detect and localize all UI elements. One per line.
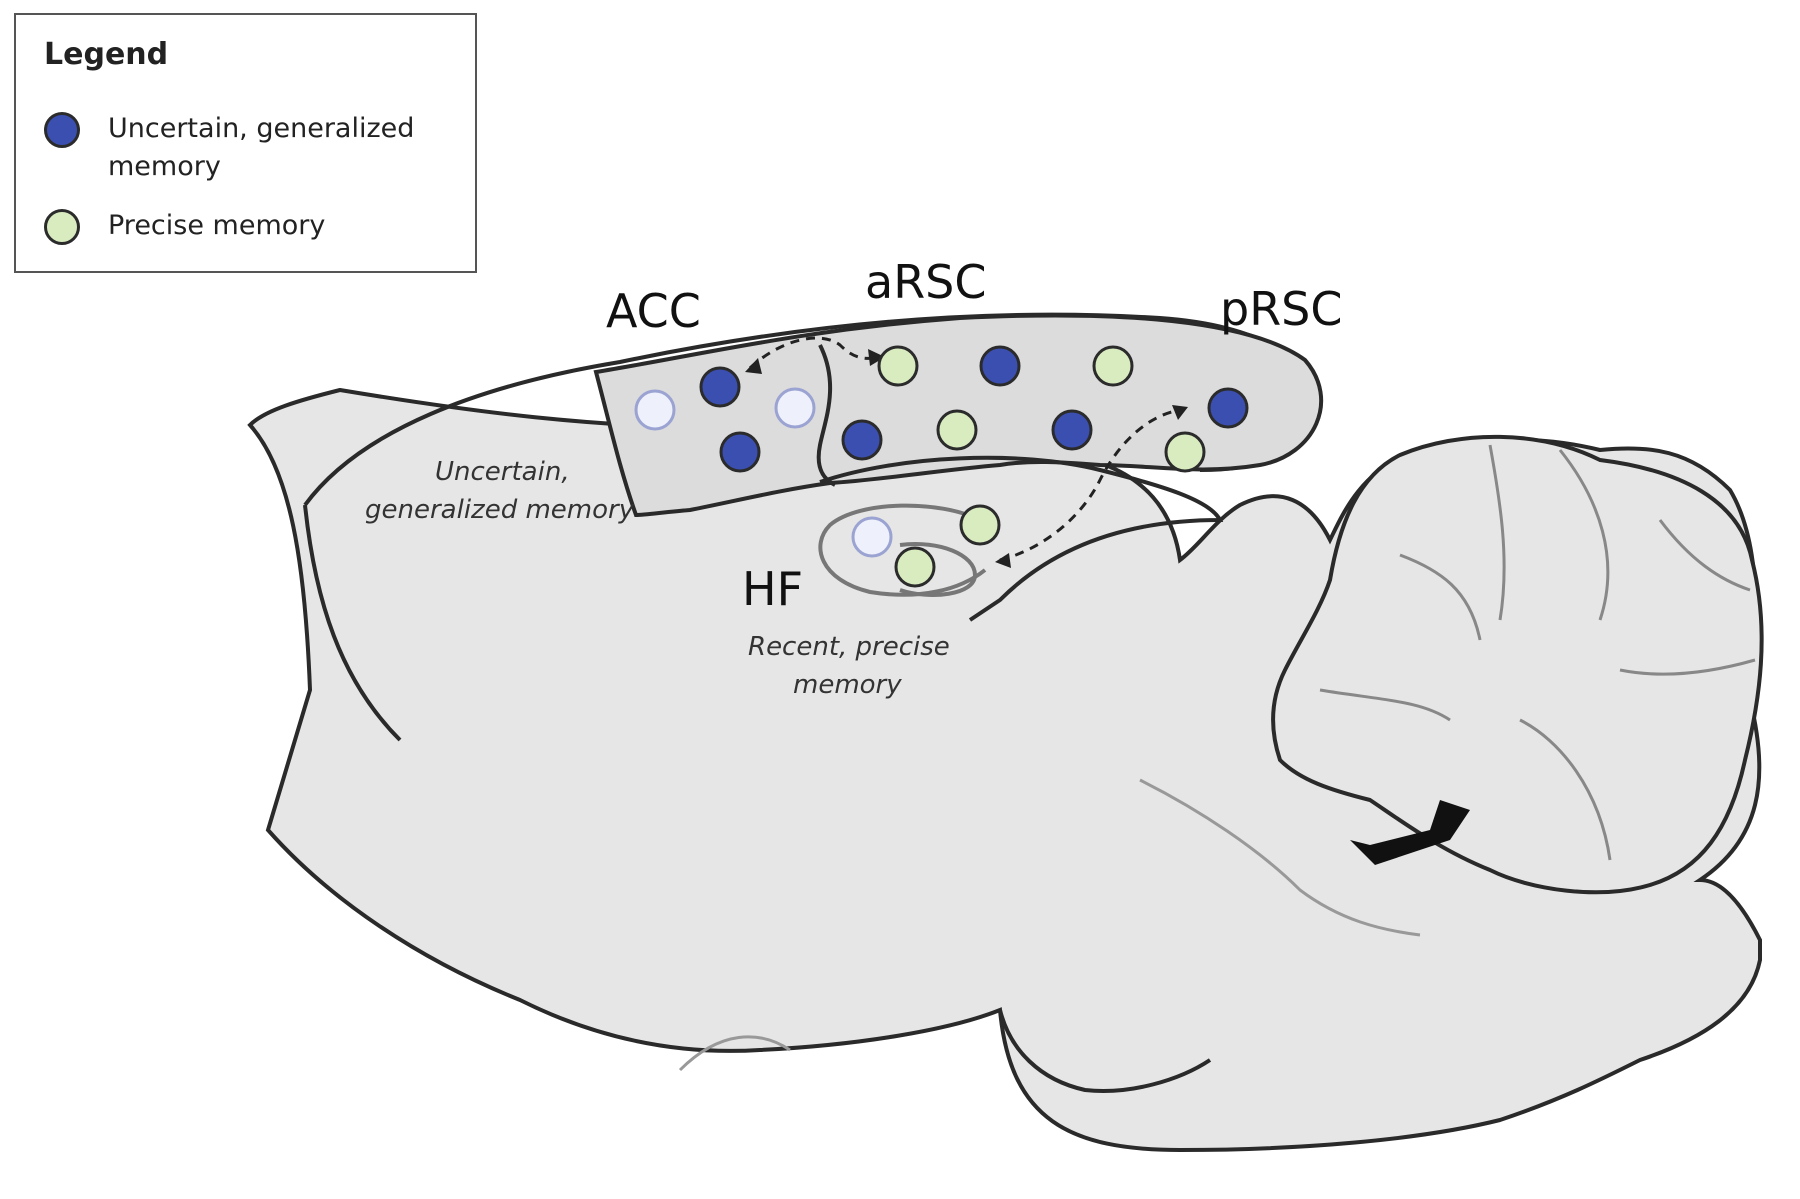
node-generalized [979,345,1021,387]
node-faded [774,387,816,429]
region-label-prsc: pRSC [1220,282,1342,336]
node-precise [936,409,978,451]
region-label-acc: ACC [606,284,701,338]
legend: Legend Uncertain, generalized memory Pre… [14,13,477,273]
callosum-arc [819,455,1224,622]
region-label-hf: HF [742,562,803,616]
cerebellum [1271,434,1764,895]
legend-swatch-precise [44,209,80,245]
cortex-note-line1: Uncertain, [435,457,570,487]
region-label-arsc: aRSC [865,255,986,309]
node-generalized [841,419,883,461]
hf-prsc-arrow [999,408,1181,562]
legend-label-precise: Precise memory [108,210,326,241]
node-faded [851,516,893,558]
node-precise [877,345,919,387]
node-precise [1164,431,1206,473]
legend-swatch-generalized [44,112,80,148]
brainstem-lines [678,778,1421,1072]
node-precise [959,504,1001,546]
hippocampal-formation [818,503,987,597]
node-generalized [1207,387,1249,429]
legend-label-generalized: Uncertain, generalized memory [108,113,415,182]
node-generalized [1051,409,1093,451]
legend-title: Legend [44,37,169,72]
hf-note-line1: Recent, precise [748,632,950,662]
node-generalized [719,431,761,473]
node-generalized [699,366,741,408]
node-precise [1092,345,1134,387]
ventral-bump [998,1009,1212,1093]
arrowheads [745,349,1188,568]
connection-arrows [748,336,1181,562]
cortex-note-line2: generalized memory [365,495,635,525]
frontal-curve [303,504,402,742]
memory-nodes [634,345,1249,588]
node-faded [634,389,676,431]
legend-item-precise: Precise memory [44,207,428,245]
legend-item-generalized: Uncertain, generalized memory [44,110,428,186]
acc-arsc-divider [816,344,836,487]
node-precise [894,546,936,588]
hf-note-line2: memory [793,670,902,700]
